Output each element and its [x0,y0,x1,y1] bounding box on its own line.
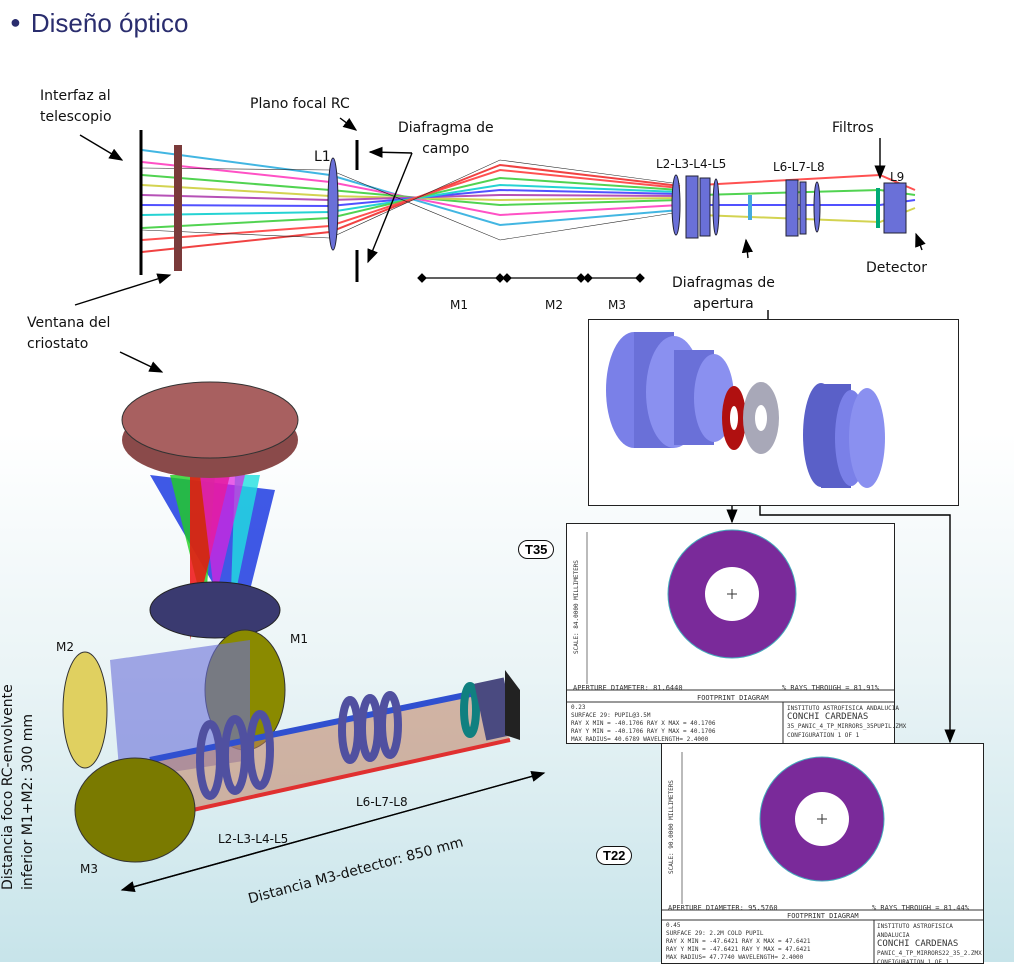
lens-l1 [327,157,339,251]
label-diafragma-campo: Diafragma de campo [398,120,494,157]
label-detector: Detector [866,260,928,276]
cryostat-window [174,145,182,271]
lens-group-l6-l8 [785,179,821,237]
footprint-scale: SCALE: 90.0000 MILLIMETERS [668,780,675,874]
label-m1-3d: M1 [290,632,308,646]
footprint-rays: % RAYS THROUGH = 81.44% [872,904,969,912]
aperture-stop [748,195,752,220]
aperture-zoom-panel [588,319,959,506]
footprint-rays: % RAYS THROUGH = 81.91% [782,684,879,692]
lens-l9 [883,182,907,234]
page-title-text: Diseño óptico [30,8,189,38]
ray-bundle [141,149,681,253]
footprint-graphic-t35 [567,529,894,743]
label-l9: L9 [890,170,905,184]
label-ventana: Ventana del criostato [27,315,111,352]
filter [876,188,880,228]
label-filtros: Filtros [832,120,874,136]
footprint-header: FOOTPRINT DIAGRAM [787,912,859,920]
label-plano-focal: Plano focal RC [250,96,350,112]
label-m3: M3 [608,298,626,312]
footprint-header: FOOTPRINT DIAGRAM [697,694,769,702]
label-l1: L1 [314,149,331,165]
footprint-panel-t22: SCALE: 90.0000 MILLIMETERS APERTURE DIAM… [661,743,984,966]
footprint-panel-t35: SCALE: 84.0000 MILLIMETERS APERTURE DIAM… [566,523,906,744]
page-title: ● Diseño óptico [10,8,188,39]
label-m2-3d: M2 [56,640,74,654]
aperture-zoom-graphic [606,332,885,488]
label-l2-l5: L2-L3-L4-L5 [656,157,727,171]
label-dist-rc: Distancia foco RC-envolvente inferior M1… [0,684,36,890]
label-diafragmas-apertura: Diafragmas de apertura [672,275,775,312]
label-l2-l5-3d: L2-L3-L4-L5 [218,832,289,846]
label-m1: M1 [450,298,468,312]
assembly-3d [62,381,520,863]
label-l6-l8-3d: L6-L7-L8 [356,795,408,809]
tag-t22: T22 [596,846,633,865]
label-interfaz: Interfaz al telescopio [40,88,112,125]
lens-group-l2-l5 [671,174,720,239]
mirror-axis [417,273,645,283]
label-m3-3d: M3 [80,862,98,876]
bullet-icon: ● [10,12,21,32]
tag-t35: T35 [518,540,555,559]
footprint-scale: SCALE: 84.0000 MILLIMETERS [573,560,580,654]
footprint-graphic-t22 [662,752,983,963]
label-l6-l8: L6-L7-L8 [773,160,825,174]
label-m2: M2 [545,298,563,312]
footprint-aperture: APERTURE DIAMETER: 95.5760 [668,904,778,912]
footprint-aperture: APERTURE DIAMETER: 81.6440 [573,684,683,692]
